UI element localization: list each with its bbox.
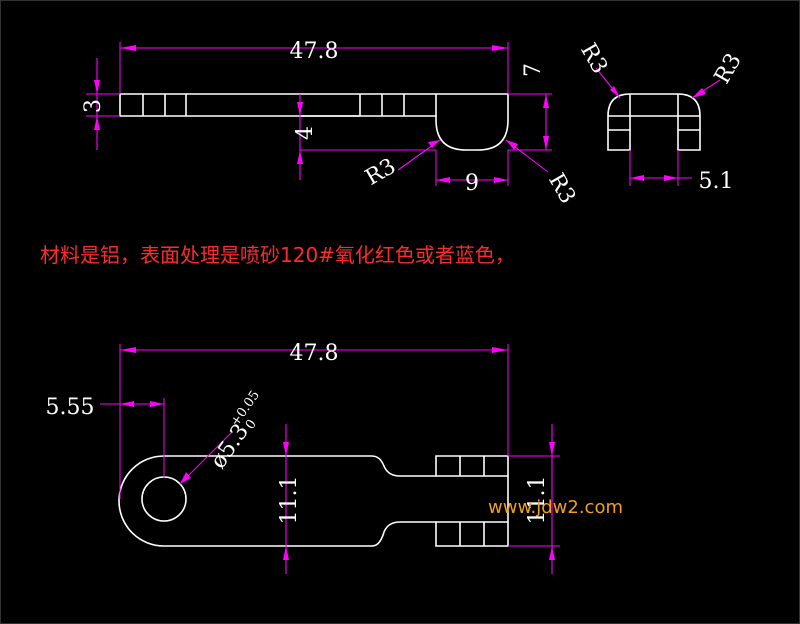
- top-view: 47.8 3 4 7 R3 R3 9: [81, 39, 580, 208]
- dim-hole-offset-label: 5.55: [46, 395, 95, 420]
- mounting-hole: [141, 476, 187, 522]
- arrow: [494, 177, 508, 183]
- arrow: [630, 175, 644, 181]
- arrow: [180, 472, 191, 484]
- radius-left-label: R3: [361, 154, 400, 191]
- arrow: [120, 347, 136, 353]
- end-view-outline: [607, 93, 701, 151]
- dim-bottom-length-label: 47.8: [290, 341, 339, 366]
- bottom-view: 47.8 5.55 ø5.3 +0.05 0 11.1 11.1: [46, 341, 560, 574]
- arrow: [543, 94, 549, 108]
- hole-dia-callout: ø5.3 +0.05 0: [206, 388, 263, 473]
- arrow: [549, 442, 555, 456]
- arrow: [120, 401, 134, 407]
- arrow: [150, 401, 164, 407]
- arrow: [297, 150, 303, 164]
- arrow: [549, 546, 555, 560]
- arrow: [283, 546, 289, 560]
- arrow: [297, 102, 303, 116]
- material-note: 材料是铝，表面处理是喷砂120#氧化红色或者蓝色，: [40, 243, 515, 267]
- dim-slot-width-label: 5.1: [699, 169, 734, 194]
- arrow: [492, 347, 508, 353]
- end-view-inner-lines: [608, 94, 700, 131]
- dim-length-label: 47.8: [290, 39, 339, 64]
- dim-thickness-label: 3: [81, 99, 106, 113]
- arrow: [94, 116, 100, 130]
- arrow: [436, 177, 450, 183]
- arrow: [664, 175, 678, 181]
- arrow: [428, 140, 440, 148]
- arrow: [543, 136, 549, 150]
- arrow: [492, 45, 508, 51]
- dim-slot-label: 4: [293, 126, 318, 140]
- arrow: [120, 45, 136, 51]
- dim-width-right-label: 11.1: [525, 476, 550, 525]
- dim-width-left-label: 11.1: [277, 476, 302, 525]
- arrow: [94, 80, 100, 94]
- arrow: [283, 442, 289, 456]
- end-radius-left-label: R3: [575, 39, 612, 78]
- end-view: R3 R3 5.1: [575, 39, 747, 194]
- bottom-view-tab-lines: [436, 456, 508, 546]
- watermark: www.jdw2.com: [488, 497, 623, 518]
- arrow: [610, 86, 620, 98]
- bottom-view-outline: [118, 455, 509, 547]
- arrow: [692, 88, 706, 98]
- top-view-inner-lines: [142, 94, 437, 116]
- arrow: [506, 140, 518, 150]
- dim-height-label: 7: [521, 63, 546, 77]
- top-view-outline: [119, 93, 509, 151]
- dim-tab-label: 9: [465, 171, 479, 196]
- radius-right-label: R3: [543, 169, 580, 208]
